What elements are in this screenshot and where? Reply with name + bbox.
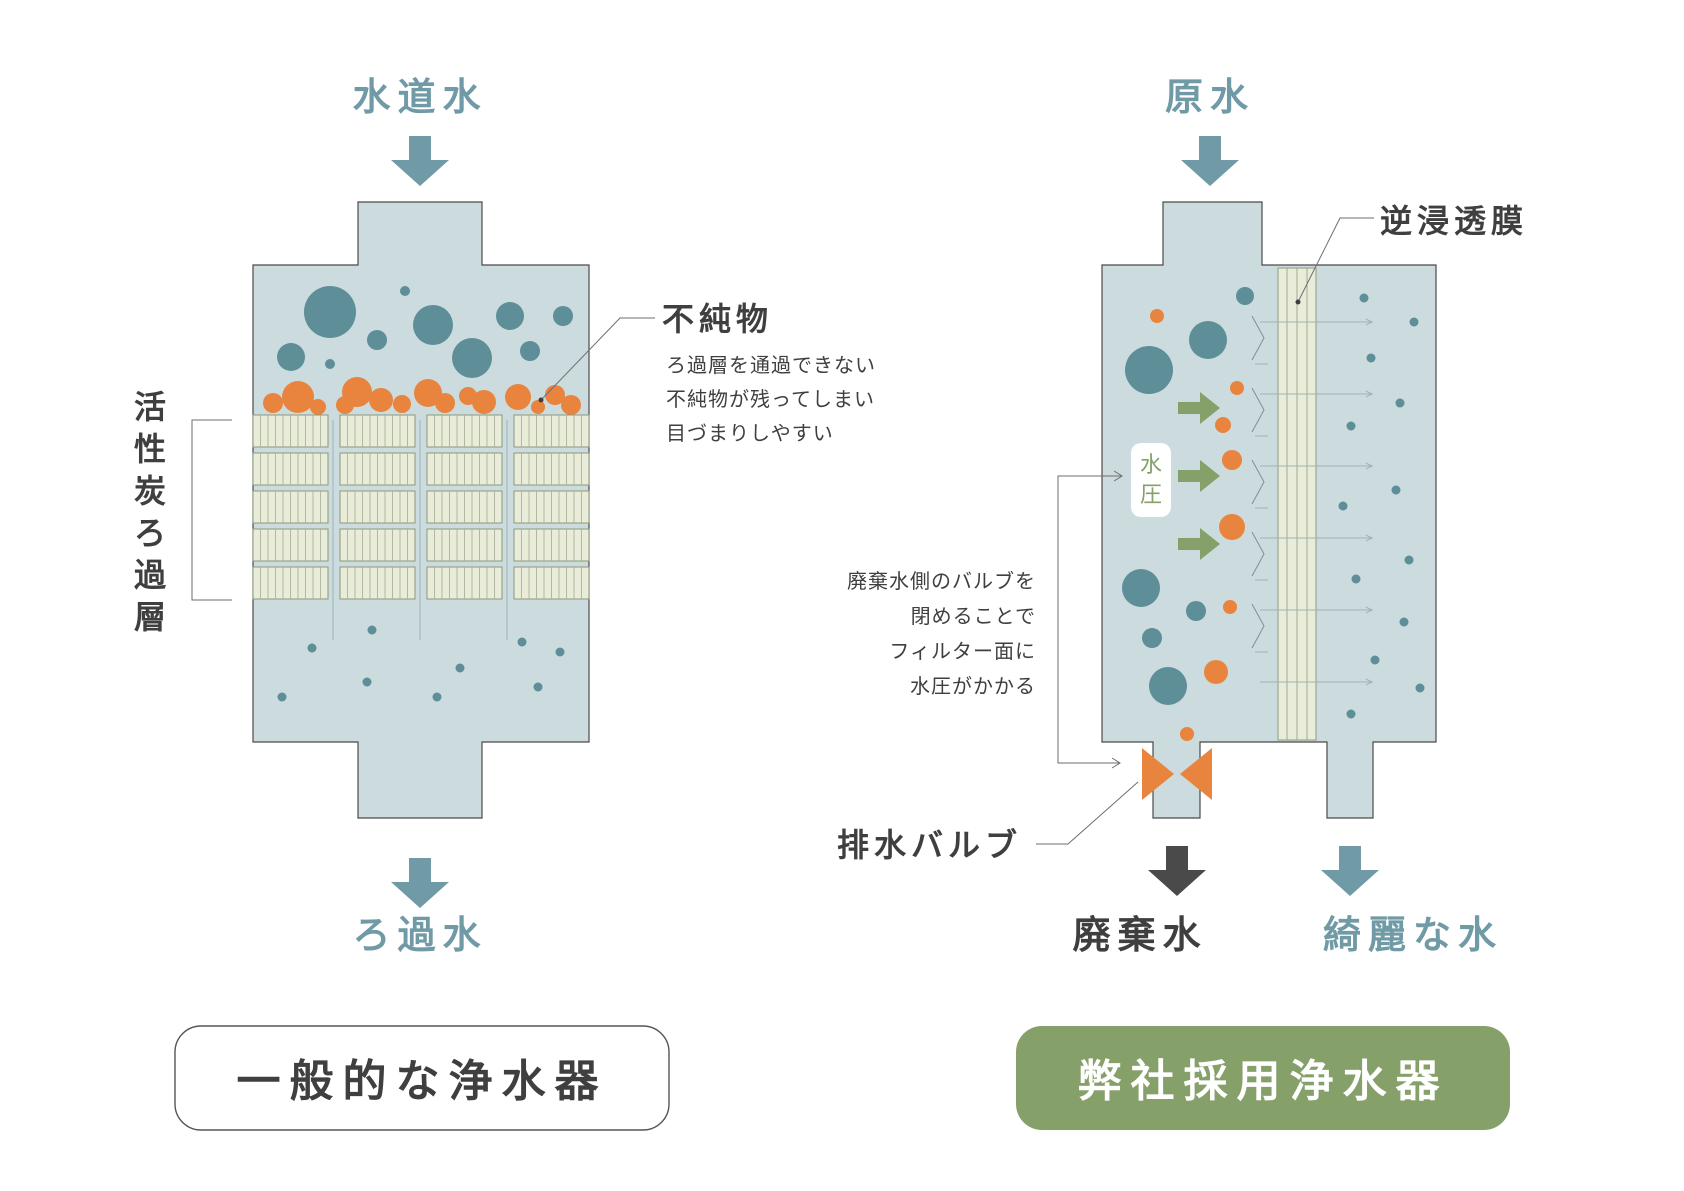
filter-cell	[513, 566, 590, 600]
ro-filter-title: 弊社採用浄水器	[1078, 1056, 1449, 1107]
flow-chevrons	[1251, 315, 1268, 653]
water-pressure-badge	[1131, 443, 1171, 517]
permeate-flow-lines	[1260, 318, 1374, 686]
svg-text:層: 層	[134, 598, 166, 636]
conventional-filter-diagram: 水道水	[134, 75, 876, 1131]
arrow-down-icon	[391, 136, 449, 186]
arrow-right-icon	[1111, 757, 1121, 769]
reverse-osmosis-membrane	[1277, 267, 1317, 741]
valve-note-line-1: 廃棄水側のバルブを	[847, 569, 1036, 593]
filter-cell	[426, 490, 503, 524]
filter-cell	[426, 566, 503, 600]
filter-cell	[513, 528, 590, 562]
filter-cell	[339, 490, 416, 524]
filter-cell	[252, 566, 329, 600]
impurities-note-line-2: 不純物が残ってしまい	[666, 387, 875, 411]
arrow-right-icon	[1113, 470, 1123, 482]
ro-filter-diagram: 原水	[837, 75, 1528, 1130]
arrow-down-icon	[391, 858, 449, 908]
flow-lines	[332, 420, 508, 640]
filter-cell	[252, 490, 329, 524]
impurities-label: 不純物	[662, 300, 773, 338]
arrow-down-icon	[1321, 846, 1379, 896]
filter-cell	[252, 528, 329, 562]
svg-text:ろ: ろ	[134, 514, 166, 552]
svg-text:過: 過	[134, 556, 167, 594]
filter-cell	[426, 452, 503, 486]
impurities-leader-line	[540, 317, 655, 401]
conventional-filter-vessel	[252, 201, 590, 819]
ro-filter-title-box	[1016, 1026, 1510, 1130]
filter-layer-bracket	[191, 419, 232, 601]
svg-text:活: 活	[134, 388, 166, 426]
valve-note-line-3: フィルター面に	[889, 639, 1036, 663]
raw-water-label: 原水	[1165, 75, 1255, 119]
pressure-callout-line	[1057, 475, 1122, 764]
valve-note-line-4: 水圧がかかる	[910, 674, 1036, 698]
filter-cell	[339, 528, 416, 562]
filter-cell	[339, 414, 416, 448]
arrow-right-icon	[1178, 392, 1220, 424]
flow-chevron	[1251, 459, 1265, 505]
permeate-flow-line	[1260, 678, 1374, 686]
impurities-note-line-3: 目づまりしやすい	[666, 421, 834, 445]
permeate-flow-line	[1260, 534, 1374, 542]
ro-filter-vessel	[1101, 201, 1437, 819]
svg-text:炭: 炭	[134, 472, 166, 510]
filter-cell	[513, 452, 590, 486]
permeate-flow-line	[1260, 390, 1374, 398]
trapped-impurities	[263, 377, 581, 415]
drain-valve-label: 排水バルブ	[837, 826, 1022, 864]
large-particles	[277, 286, 573, 378]
filter-cell	[513, 490, 590, 524]
membrane-leader-line	[1297, 217, 1374, 303]
conventional-filter-title: 一般的な浄水器	[237, 1056, 608, 1107]
permeate-flow-line	[1260, 462, 1374, 470]
clean-water-label: 綺麗な水	[1323, 913, 1503, 957]
water-pressure-label-1: 水	[1140, 453, 1162, 478]
arrow-right-icon	[1178, 460, 1220, 492]
drain-valve-leader-line	[1036, 781, 1139, 845]
flow-chevron	[1251, 603, 1265, 649]
arrow-down-icon	[1148, 846, 1206, 896]
valve-icon	[1142, 748, 1212, 800]
water-pressure-label-2: 圧	[1140, 483, 1162, 508]
small-particles	[277, 625, 565, 702]
impurities-note-line-1: ろ過層を通過できない	[666, 353, 876, 377]
raw-side-particles	[1122, 287, 1254, 741]
tap-water-label: 水道水	[352, 75, 487, 119]
flow-chevron	[1251, 387, 1265, 433]
pressure-arrows	[1178, 392, 1220, 560]
activated-carbon-filter-layer	[252, 414, 590, 600]
arrow-down-icon	[1181, 136, 1239, 186]
permeate-flow-line	[1260, 318, 1374, 326]
clean-side-particles	[1338, 293, 1425, 719]
waste-water-label: 廃棄水	[1072, 913, 1207, 957]
filter-cell	[426, 528, 503, 562]
filter-cell	[513, 414, 590, 448]
filter-layer-label: 活 性 炭 ろ 過 層	[134, 388, 167, 636]
filtered-water-label: ろ過水	[352, 913, 487, 957]
filter-cell	[252, 452, 329, 486]
valve-note-line-2: 閉めることで	[911, 604, 1036, 628]
arrow-right-icon	[1178, 528, 1220, 560]
filter-cell	[252, 414, 329, 448]
filter-cell	[339, 566, 416, 600]
permeate-flow-line	[1260, 606, 1374, 614]
filter-cell	[426, 414, 503, 448]
flow-chevron	[1251, 315, 1265, 361]
flow-chevron	[1251, 531, 1265, 577]
filter-cell	[339, 452, 416, 486]
svg-text:性: 性	[134, 430, 166, 468]
conventional-filter-title-box	[174, 1025, 670, 1131]
membrane-label: 逆浸透膜	[1380, 202, 1528, 240]
